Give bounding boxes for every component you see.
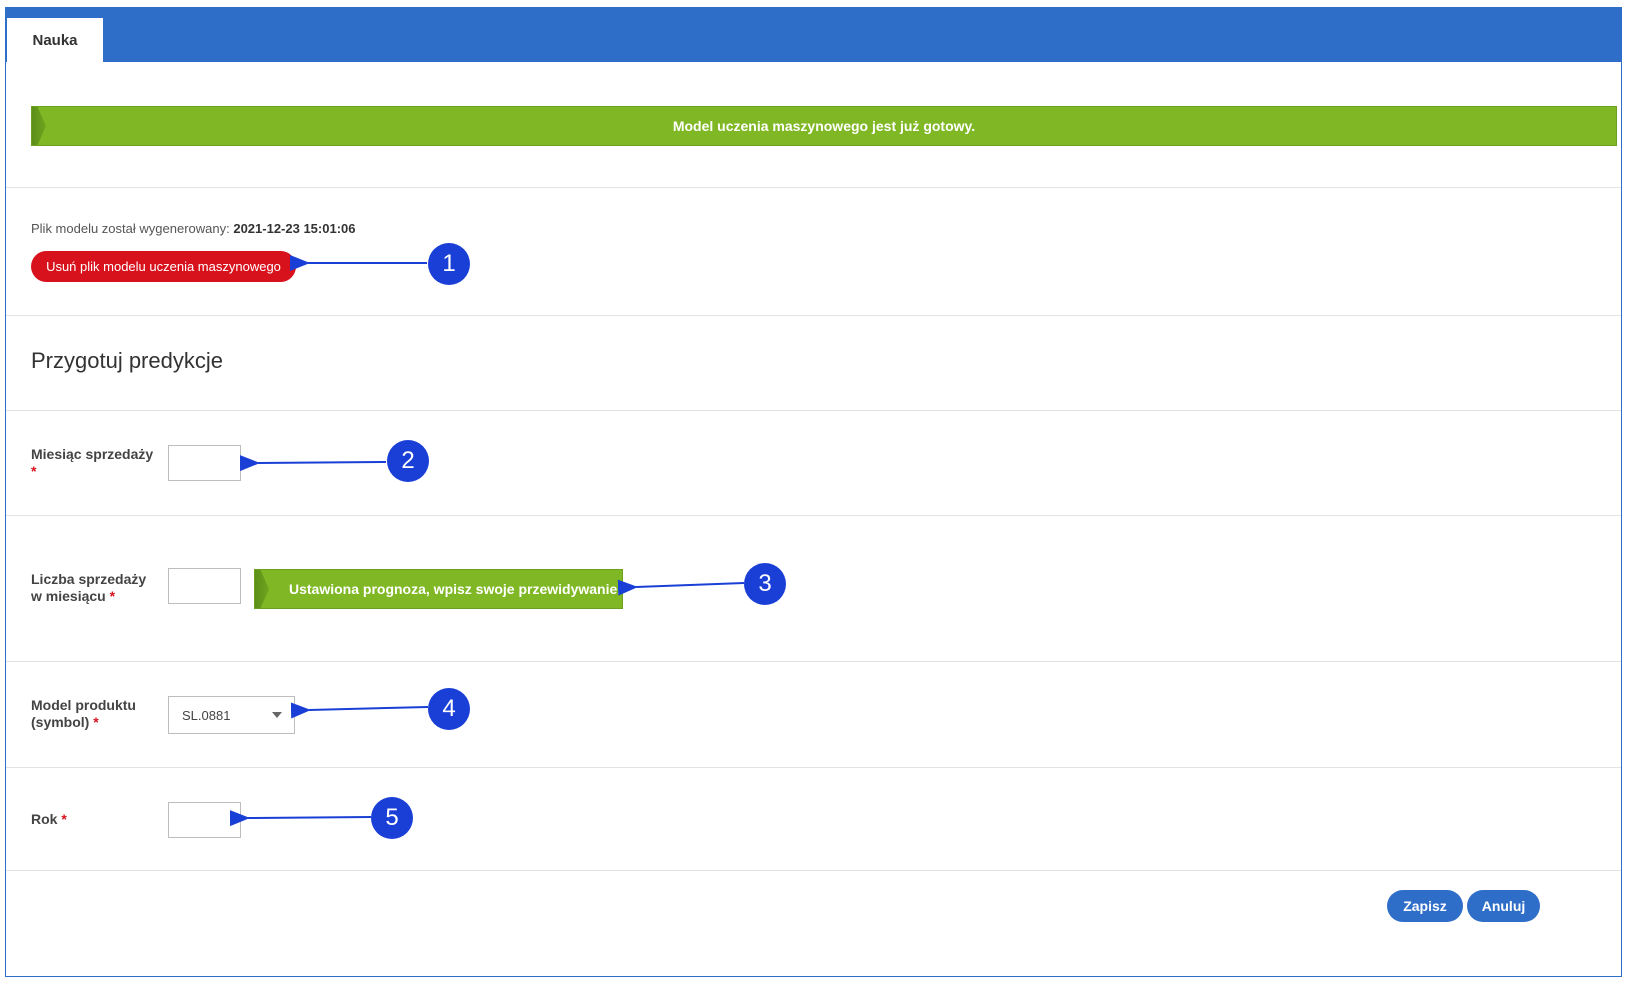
chevron-down-icon — [272, 712, 282, 718]
callout-3: 3 — [744, 563, 786, 605]
year-input[interactable] — [168, 802, 241, 838]
divider — [6, 767, 1621, 768]
callout-5: 5 — [371, 797, 413, 839]
month-label-text: Miesiąc sprzedaży — [31, 446, 154, 462]
callout-2: 2 — [387, 440, 429, 482]
tab-nauka[interactable]: Nauka — [7, 18, 103, 62]
product-model-label-line1: Model produktu — [31, 697, 136, 713]
sales-count-label-line1: Liczba sprzedaży — [31, 571, 147, 587]
product-model-label-line2: (symbol) — [31, 714, 90, 730]
section-title: Przygotuj predykcje — [31, 348, 223, 373]
status-banner: Model uczenia maszynowego jest już gotow… — [31, 106, 1617, 146]
divider — [6, 315, 1621, 316]
required-mark: * — [93, 714, 99, 730]
divider — [6, 410, 1621, 411]
generated-label: Plik modelu został wygenerowany: — [31, 221, 230, 236]
year-label-text: Rok — [31, 811, 58, 827]
month-label: Miesiąc sprzedaży * — [31, 446, 153, 480]
sales-count-label: Liczba sprzedaży w miesiącu * — [31, 571, 146, 605]
forecast-message-text: Ustawiona prognoza, wpisz swoje przewidy… — [289, 581, 622, 597]
month-input[interactable] — [168, 445, 241, 481]
divider — [6, 187, 1621, 188]
model-generated-info: Plik modelu został wygenerowany: 2021-12… — [31, 221, 356, 236]
product-model-label: Model produktu (symbol) * — [31, 697, 136, 731]
sales-count-input[interactable] — [168, 568, 241, 604]
required-mark: * — [31, 463, 37, 479]
product-model-selected-value: SL.0881 — [182, 707, 231, 723]
cancel-button[interactable]: Anuluj — [1467, 890, 1540, 922]
save-button[interactable]: Zapisz — [1387, 890, 1463, 922]
forecast-message: Ustawiona prognoza, wpisz swoje przewidy… — [254, 569, 623, 609]
divider — [6, 870, 1621, 871]
callout-1: 1 — [428, 243, 470, 285]
window-frame: Nauka Model uczenia maszynowego jest już… — [5, 7, 1622, 977]
divider — [6, 661, 1621, 662]
product-model-select[interactable]: SL.0881 — [168, 696, 295, 734]
delete-model-file-button[interactable]: Usuń plik modelu uczenia maszynowego — [31, 251, 296, 282]
sales-count-label-line2: w miesiącu — [31, 588, 106, 604]
callout-4: 4 — [428, 688, 470, 730]
required-mark: * — [61, 811, 67, 827]
required-mark: * — [109, 588, 116, 604]
status-banner-text: Model uczenia maszynowego jest już gotow… — [672, 118, 976, 134]
tab-bar: Nauka — [6, 8, 1621, 62]
year-label: Rok * — [31, 811, 67, 828]
divider — [6, 515, 1621, 516]
generated-timestamp: 2021-12-23 15:01:06 — [233, 221, 356, 236]
